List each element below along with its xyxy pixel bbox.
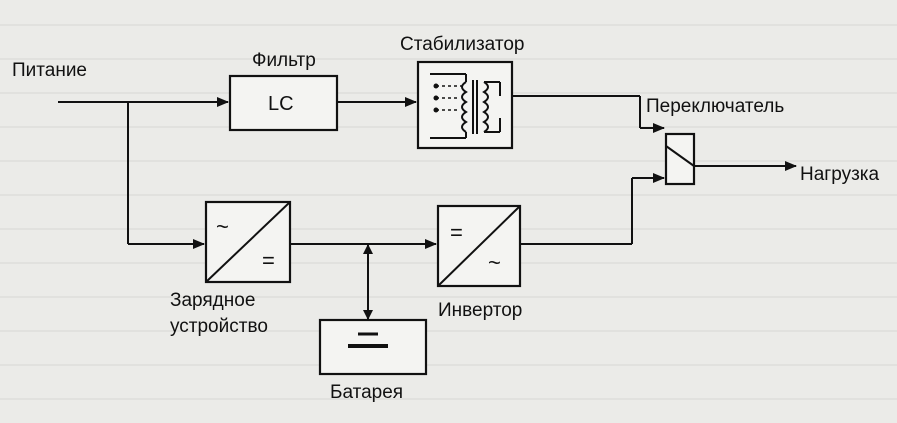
battery-label: Батарея <box>330 382 403 403</box>
charger-ac-symbol: ~ <box>216 214 229 239</box>
stabilizer-label: Стабилизатор <box>400 34 524 55</box>
battery-icon <box>348 332 388 348</box>
inverter-ac-symbol: ~ <box>488 250 501 275</box>
switch-label: Переключатель <box>646 96 784 117</box>
charger-label-line2: устройство <box>170 316 268 337</box>
inverter-label: Инвертор <box>438 300 522 321</box>
charger-label-line1: Зарядное <box>170 290 255 311</box>
filter-label: Фильтр <box>252 50 316 71</box>
battery-wire-arrow-down <box>363 310 373 320</box>
switch-block <box>664 132 696 186</box>
power-input-label: Питание <box>12 60 87 81</box>
charger-diagonal <box>205 201 291 283</box>
battery-wire-arrow-up <box>363 244 373 254</box>
battery-block <box>318 318 428 376</box>
inverter-dc-symbol: = <box>450 220 463 245</box>
charger-dc-symbol: = <box>262 248 275 273</box>
switch-blade <box>665 145 695 167</box>
filter-block <box>228 74 339 132</box>
load-label: Нагрузка <box>800 164 880 185</box>
inverter-diagonal <box>437 205 521 287</box>
filter-lc-text: LC <box>268 93 294 115</box>
transformer-icon <box>430 73 501 139</box>
